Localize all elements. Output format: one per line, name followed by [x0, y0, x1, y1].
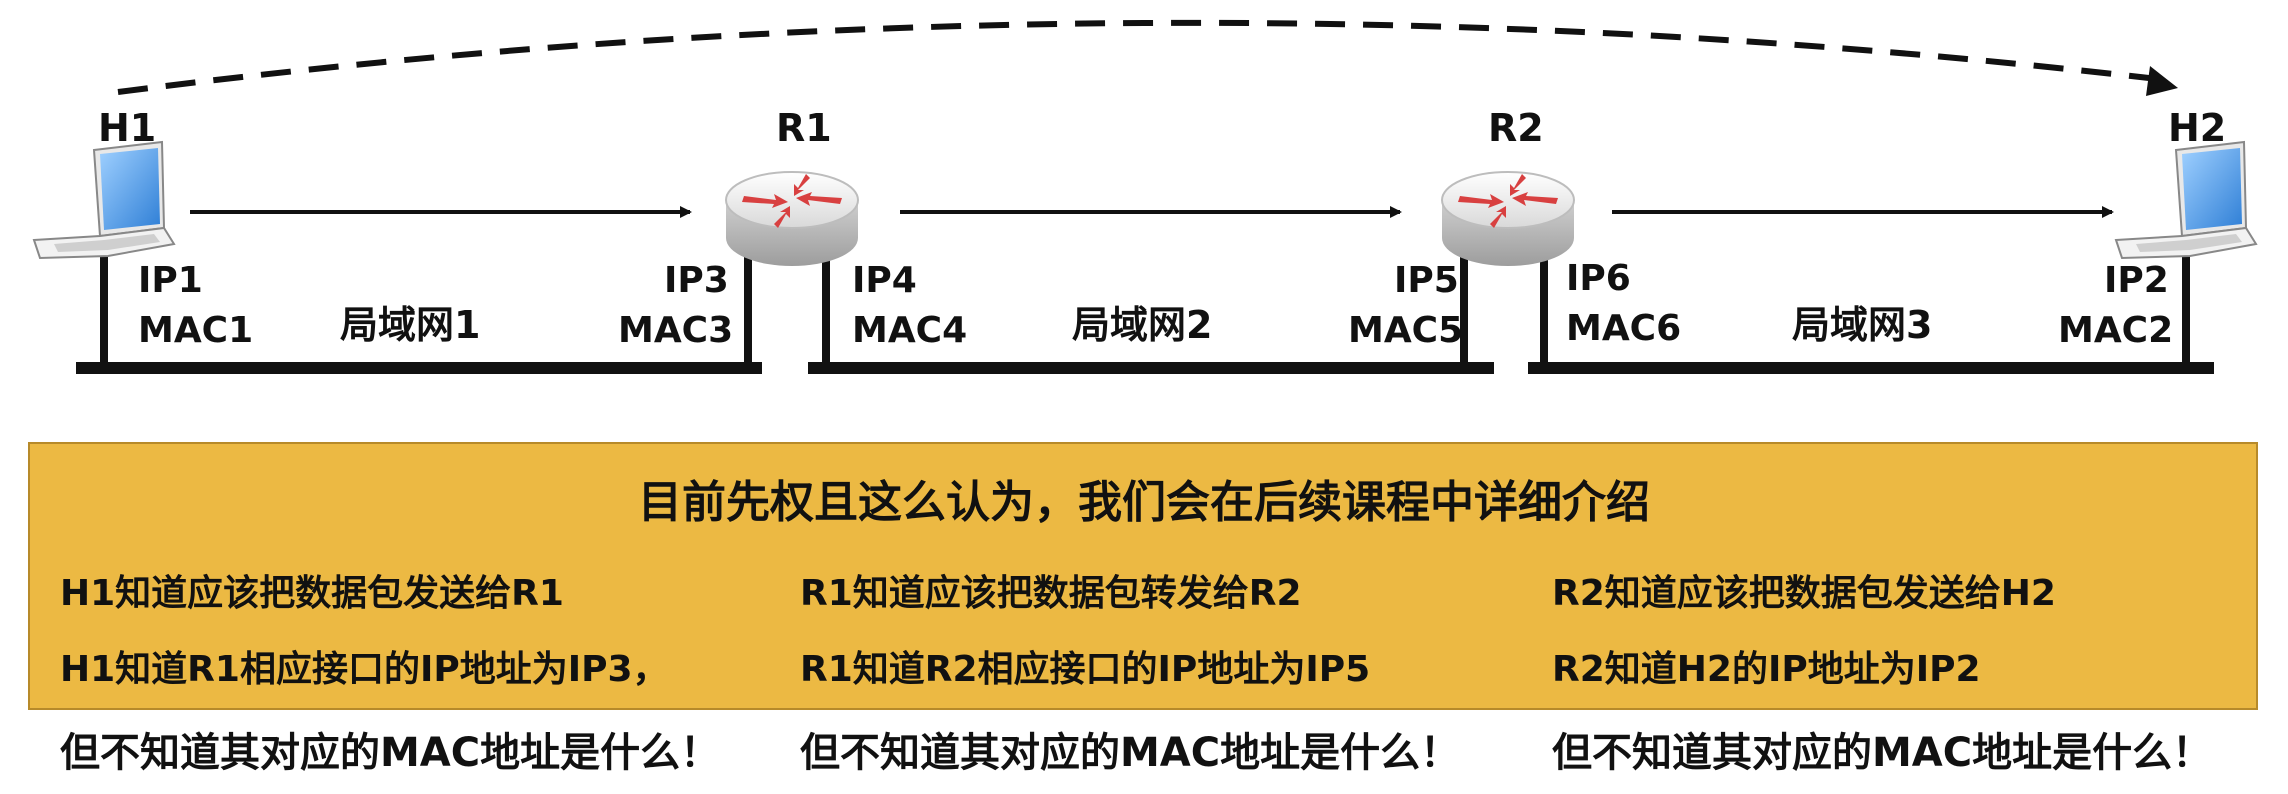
node-label-h1: H1 [98, 106, 157, 150]
label-mac3: MAC3 [618, 310, 734, 351]
node-label-r1: R1 [776, 106, 832, 150]
label-ip3: IP3 [664, 260, 729, 301]
drop-r2-left [1460, 256, 1468, 366]
label-ip5: IP5 [1394, 260, 1459, 301]
drop-r2-right [1540, 256, 1548, 366]
col3-line3: 但不知道其对应的MAC地址是什么！ [1552, 730, 2213, 776]
label-mac2: MAC2 [2058, 310, 2174, 351]
col1-line2: H1知道R1相应接口的IP地址为IP3， [60, 649, 669, 690]
router-r2-icon [1441, 171, 1575, 266]
label-ip4: IP4 [852, 260, 917, 301]
label-mac6: MAC6 [1566, 308, 1682, 349]
drop-r1-right [822, 256, 830, 366]
label-ip6: IP6 [1566, 258, 1631, 299]
router-r1-icon [725, 171, 859, 266]
lan2-label: 局域网2 [1072, 303, 1213, 347]
node-label-h2: H2 [2168, 106, 2227, 150]
lan1-label: 局域网1 [340, 303, 481, 347]
col3-line1: R2知道应该把数据包发送给H2 [1552, 573, 2056, 614]
label-mac5: MAC5 [1348, 310, 1464, 351]
label-ip1: IP1 [138, 260, 203, 301]
col1-line3: 但不知道其对应的MAC地址是什么！ [60, 730, 721, 776]
laptop-h1-icon [32, 140, 176, 260]
laptop-h2-icon [2114, 140, 2258, 260]
lan2-bus [808, 362, 1494, 374]
end-to-end-arrow-head [2146, 66, 2178, 96]
drop-h1 [100, 256, 108, 366]
end-to-end-dashed-arc [117, 19, 2167, 95]
col3-line2: R2知道H2的IP地址为IP2 [1552, 649, 1981, 690]
col2-line2: R1知道R2相应接口的IP地址为IP5 [800, 649, 1371, 690]
drop-h2 [2182, 256, 2190, 366]
drop-r1-left [744, 256, 752, 366]
col2-line3: 但不知道其对应的MAC地址是什么！ [800, 730, 1461, 776]
label-mac1: MAC1 [138, 310, 254, 351]
explanation-panel [28, 442, 2258, 710]
col2-line1: R1知道应该把数据包转发给R2 [800, 573, 1302, 614]
lan3-label: 局域网3 [1792, 303, 1933, 347]
node-label-r2: R2 [1488, 106, 1544, 150]
panel-title: 目前先权且这么认为，我们会在后续课程中详细介绍 [638, 477, 1650, 528]
col1-line1: H1知道应该把数据包发送给R1 [60, 573, 564, 614]
lan3-bus [1528, 362, 2214, 374]
label-ip2: IP2 [2104, 260, 2169, 301]
lan1-bus [76, 362, 762, 374]
label-mac4: MAC4 [852, 310, 968, 351]
